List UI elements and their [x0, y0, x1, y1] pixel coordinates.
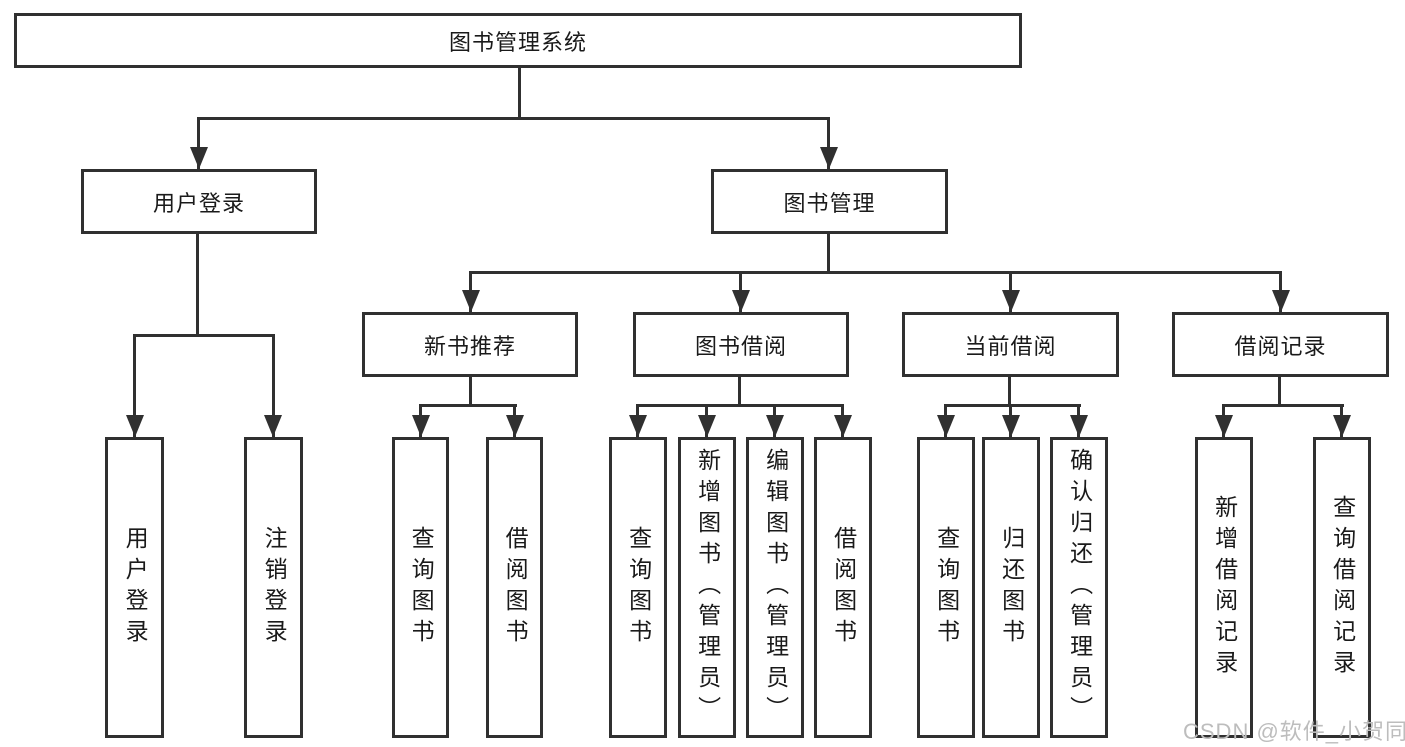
arrow-down-icon: [698, 415, 716, 437]
node-label: 新书推荐: [423, 333, 516, 359]
leaf-label: 新增图书（管理员）: [694, 448, 721, 727]
connector-drop-leaf: [272, 334, 275, 437]
arrow-down-icon: [937, 415, 955, 437]
leaf-query-books-2: 查询图书: [609, 437, 667, 738]
arrow-down-icon: [1002, 415, 1020, 437]
arrow-down-icon: [264, 415, 282, 437]
connector-user-login-stem: [196, 234, 199, 337]
arrow-down-icon: [1215, 415, 1233, 437]
leaf-query-books-3: 查询图书: [917, 437, 975, 738]
leaf-add-borrow-record: 新增借阅记录: [1195, 437, 1253, 738]
connector-book-mgmt-stem: [827, 234, 830, 274]
connector-user-login-bar: [133, 334, 275, 337]
node-book-borrow: 图书借阅: [633, 312, 849, 377]
node-label: 用户登录: [152, 190, 245, 216]
arrow-down-icon: [1070, 415, 1088, 437]
connector-drop-leaf: [133, 334, 136, 437]
node-label: 图书管理系统: [448, 29, 587, 55]
leaf-label: 查询图书: [625, 525, 652, 650]
node-borrow-records: 借阅记录: [1172, 312, 1389, 377]
leaf-label: 借阅图书: [830, 525, 857, 650]
arrow-down-icon: [820, 147, 838, 169]
node-current-borrow: 当前借阅: [902, 312, 1119, 377]
arrow-down-icon: [506, 415, 524, 437]
arrow-down-icon: [629, 415, 647, 437]
csdn-watermark: CSDN @软件_小贺同学: [1183, 719, 1405, 744]
leaf-label: 用户登录: [122, 525, 149, 650]
leaf-label: 编辑图书（管理员）: [762, 448, 789, 727]
leaf-user-login: 用户登录: [105, 437, 164, 738]
leaf-borrow-books-1: 借阅图书: [486, 437, 543, 738]
node-label: 借阅记录: [1234, 333, 1327, 359]
connector-new-books-bar: [419, 404, 517, 407]
leaf-label: 新增借阅记录: [1211, 494, 1238, 681]
node-label: 当前借阅: [964, 333, 1057, 359]
connector-root-bar: [197, 117, 830, 120]
arrow-down-icon: [834, 415, 852, 437]
leaf-label: 查询借阅记录: [1329, 494, 1356, 681]
arrow-down-icon: [126, 415, 144, 437]
connector-borrow-records-stem: [1278, 377, 1281, 407]
leaf-logout: 注销登录: [244, 437, 303, 738]
leaf-label: 查询图书: [408, 525, 435, 650]
node-label: 图书借阅: [694, 333, 787, 359]
leaf-return-books: 归还图书: [982, 437, 1040, 738]
connector-root-stem: [518, 67, 521, 119]
arrow-down-icon: [732, 290, 750, 312]
node-library-system: 图书管理系统: [14, 13, 1022, 68]
connector-book-borrow-stem: [738, 377, 741, 407]
leaf-label: 确认归还（管理员）: [1066, 448, 1093, 727]
connector-borrow-records-bar: [1222, 404, 1344, 407]
leaf-label: 归还图书: [998, 525, 1025, 650]
node-new-book-recommend: 新书推荐: [362, 312, 578, 377]
arrow-down-icon: [412, 415, 430, 437]
arrow-down-icon: [462, 290, 480, 312]
leaf-borrow-books-2: 借阅图书: [814, 437, 872, 738]
node-label: 图书管理: [783, 190, 876, 216]
node-user-login: 用户登录: [81, 169, 317, 234]
arrow-down-icon: [1002, 290, 1020, 312]
connector-book-borrow-bar: [636, 404, 844, 407]
arrow-down-icon: [190, 147, 208, 169]
connector-drop-user-login: [197, 117, 200, 169]
connector-book-mgmt-bar: [469, 271, 1282, 274]
leaf-query-borrow-record: 查询借阅记录: [1313, 437, 1371, 738]
leaf-label: 查询图书: [933, 525, 960, 650]
leaf-edit-books-admin: 编辑图书（管理员）: [746, 437, 804, 738]
leaf-confirm-return-admin: 确认归还（管理员）: [1050, 437, 1108, 738]
connector-drop-book-management: [827, 117, 830, 169]
leaf-label: 借阅图书: [502, 525, 529, 650]
leaf-label: 注销登录: [261, 525, 288, 650]
node-book-management: 图书管理: [711, 169, 948, 234]
arrow-down-icon: [1333, 415, 1351, 437]
connector-current-borrow-bar: [944, 404, 1081, 407]
arrow-down-icon: [1272, 290, 1290, 312]
arrow-down-icon: [766, 415, 784, 437]
leaf-add-books-admin: 新增图书（管理员）: [678, 437, 736, 738]
leaf-query-books-1: 查询图书: [392, 437, 449, 738]
connector-new-books-stem: [469, 377, 472, 407]
connector-current-borrow-stem: [1008, 377, 1011, 407]
